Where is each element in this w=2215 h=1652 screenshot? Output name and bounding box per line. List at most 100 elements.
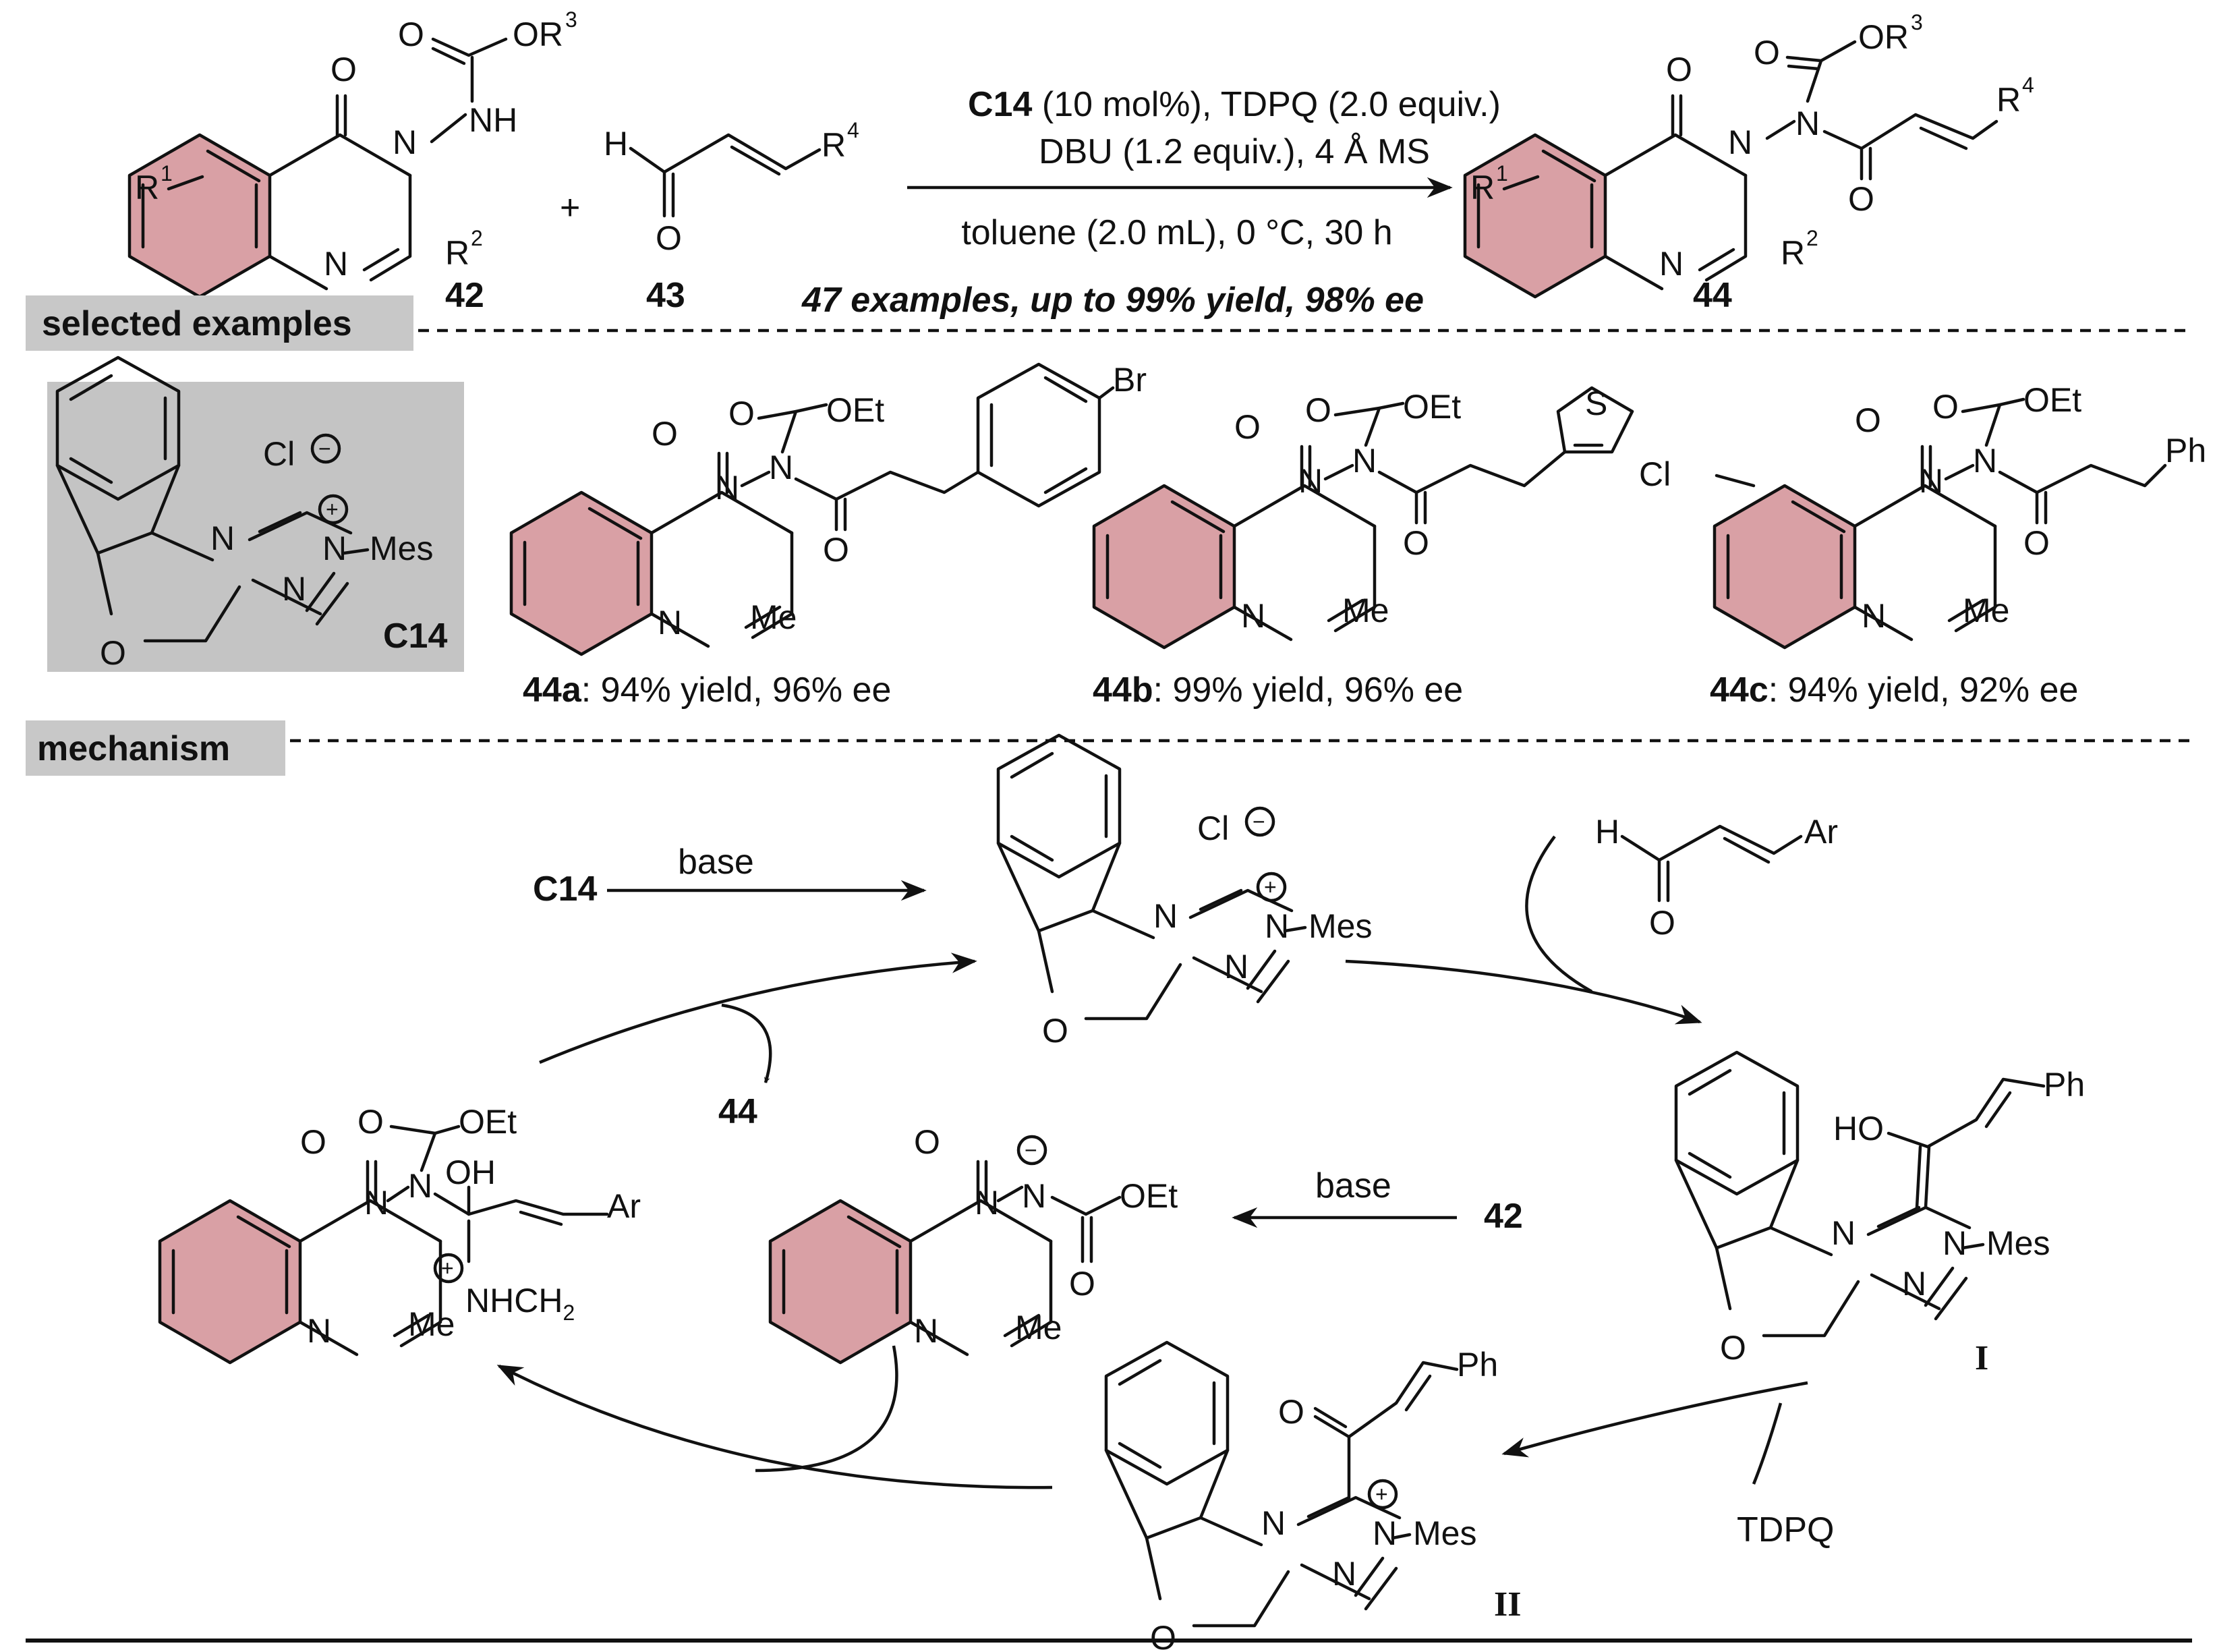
atom-n: N <box>282 570 306 608</box>
atom-ph: Ph <box>2165 432 2206 469</box>
conditions-line-1: C14 (10 mol%), TDPQ (2.0 equiv.) <box>968 85 1501 124</box>
scheme-element <box>1723 836 1771 864</box>
atom-n: N <box>307 1312 331 1350</box>
atom-o: O <box>1278 1393 1304 1431</box>
scheme-element <box>1926 1077 2046 1149</box>
charge-plus: + <box>326 497 339 521</box>
scheme-element <box>130 96 410 297</box>
atom-r: R <box>135 169 159 206</box>
atom-r: R <box>445 234 469 272</box>
sup: 1 <box>161 161 173 186</box>
scheme-element <box>662 133 822 174</box>
atom-n: N <box>1659 245 1684 283</box>
tetrahedral-adduct: O N N Me N O OEt Ar OH NHCH2 + <box>160 1103 641 1363</box>
atom-n: N <box>322 530 347 567</box>
atom-o: O <box>398 16 424 53</box>
atom-mes: Mes <box>1308 907 1372 945</box>
atom-me: Me <box>408 1305 455 1343</box>
intermediate-label: II <box>1494 1585 1521 1624</box>
atom-o: O <box>1069 1265 1095 1303</box>
atom-n: N <box>1265 907 1289 945</box>
scheme-element <box>794 470 980 501</box>
scheme-element <box>1323 463 1354 481</box>
deprotonated-42: O N N Me N − OEt O <box>755 1123 1178 1473</box>
example-44a: O N N Me N O OEt O Br 44a: 94% yield, 96… <box>511 361 1147 710</box>
scheme-element <box>1502 175 1540 191</box>
atom-o: O <box>1754 34 1780 72</box>
atom-o: O <box>1042 1012 1068 1050</box>
atom-n: N <box>658 604 682 642</box>
atom-oet: OEt <box>459 1103 517 1141</box>
start-catalyst: C14 <box>533 870 597 909</box>
atom-n: N <box>408 1167 432 1205</box>
charge-plus: + <box>441 1256 454 1280</box>
oxidation-step: TDPQ <box>1501 1381 1834 1549</box>
example-result: 44c: 94% yield, 92% ee <box>1710 671 2078 710</box>
sup: 2 <box>1806 226 1818 250</box>
atom-o: O <box>652 415 678 453</box>
atom-n: N <box>1862 597 1886 635</box>
charge-minus: − <box>318 436 331 461</box>
product-44: O N N R 1 R 2 N O OR 3 O R 4 44 <box>1465 10 2034 315</box>
atom-n: N <box>975 1184 999 1222</box>
scheme-element <box>1347 1361 1459 1439</box>
scheme-element: (10 mol%), TDPQ (2.0 equiv.) <box>1032 85 1501 124</box>
compound-label: 44 <box>1693 276 1732 315</box>
atom-oet: OEt <box>1120 1177 1178 1215</box>
atom-o: O <box>1234 408 1261 446</box>
sup: 3 <box>565 7 577 32</box>
atom-ph: Ph <box>2044 1066 2085 1104</box>
arrow <box>1501 1381 1808 1458</box>
scheme-element <box>1944 463 1975 481</box>
atom-n: N <box>1298 462 1323 500</box>
atom-o: O <box>357 1103 384 1141</box>
arrow <box>1752 1402 1783 1485</box>
scope-summary: 47 examples, up to 99% yield, 98% ee <box>801 281 1424 320</box>
atom-mes: Mes <box>1413 1514 1476 1552</box>
atom-o: O <box>1649 904 1675 942</box>
scheme-element <box>1887 1131 1930 1149</box>
scheme-element <box>1919 126 1968 150</box>
conditions-line-2: DBU (1.2 equiv.), 4 Å MS <box>1039 132 1430 171</box>
scheme-element: : 94% yield, 92% ee <box>1768 671 2079 710</box>
scheme-element <box>1984 403 2002 447</box>
substrate-42: 42 <box>1484 1197 1523 1236</box>
atom-ar: Ar <box>1804 813 1838 851</box>
atom-n: N <box>1902 1265 1926 1303</box>
atom-o: O <box>728 395 755 432</box>
reagent-base: base <box>678 843 754 882</box>
atom-o: O <box>1403 524 1429 562</box>
scheme-element <box>1404 1374 1432 1412</box>
scheme-element <box>310 433 341 464</box>
atom-n: N <box>1022 1177 1046 1215</box>
intermediate-ii: N N N O + Mes O Ph II <box>1106 1342 1521 1652</box>
conditions-line-3: toluene (2.0 mL), 0 °C, 30 h <box>961 213 1392 252</box>
atom-o: O <box>1150 1619 1176 1652</box>
scheme-element <box>318 494 349 525</box>
example-result: 44b: 99% yield, 96% ee <box>1093 671 1463 710</box>
atom-o: O <box>1720 1329 1746 1367</box>
scheme-element <box>431 47 466 65</box>
scheme-element <box>1313 1406 1348 1429</box>
scheme-element <box>1364 406 1381 447</box>
atom-ho: HO <box>1833 1110 1884 1147</box>
atom-mes: Mes <box>370 530 433 567</box>
atom-n: N <box>1831 1214 1856 1252</box>
scheme-element <box>757 403 828 420</box>
arrow <box>539 952 977 1064</box>
atom-n: N <box>715 469 739 507</box>
scheme-element <box>519 1210 563 1226</box>
scheme-element <box>1465 96 1746 297</box>
scheme-element <box>1256 872 1287 903</box>
reagent-tdpq: TDPQ <box>1737 1510 1834 1549</box>
scheme-element: : 94% yield, 96% ee <box>581 671 892 710</box>
atom-or: OR <box>513 16 563 53</box>
sup: 2 <box>471 226 483 250</box>
scheme-element <box>1391 1533 1412 1540</box>
atom-n: N <box>1943 1224 1967 1262</box>
atom-o: O <box>1666 51 1692 88</box>
step-activation: C14 base <box>533 843 927 909</box>
atom-n: N <box>1224 948 1248 986</box>
catalytic-cycle-arrows: 44 <box>496 952 1053 1489</box>
